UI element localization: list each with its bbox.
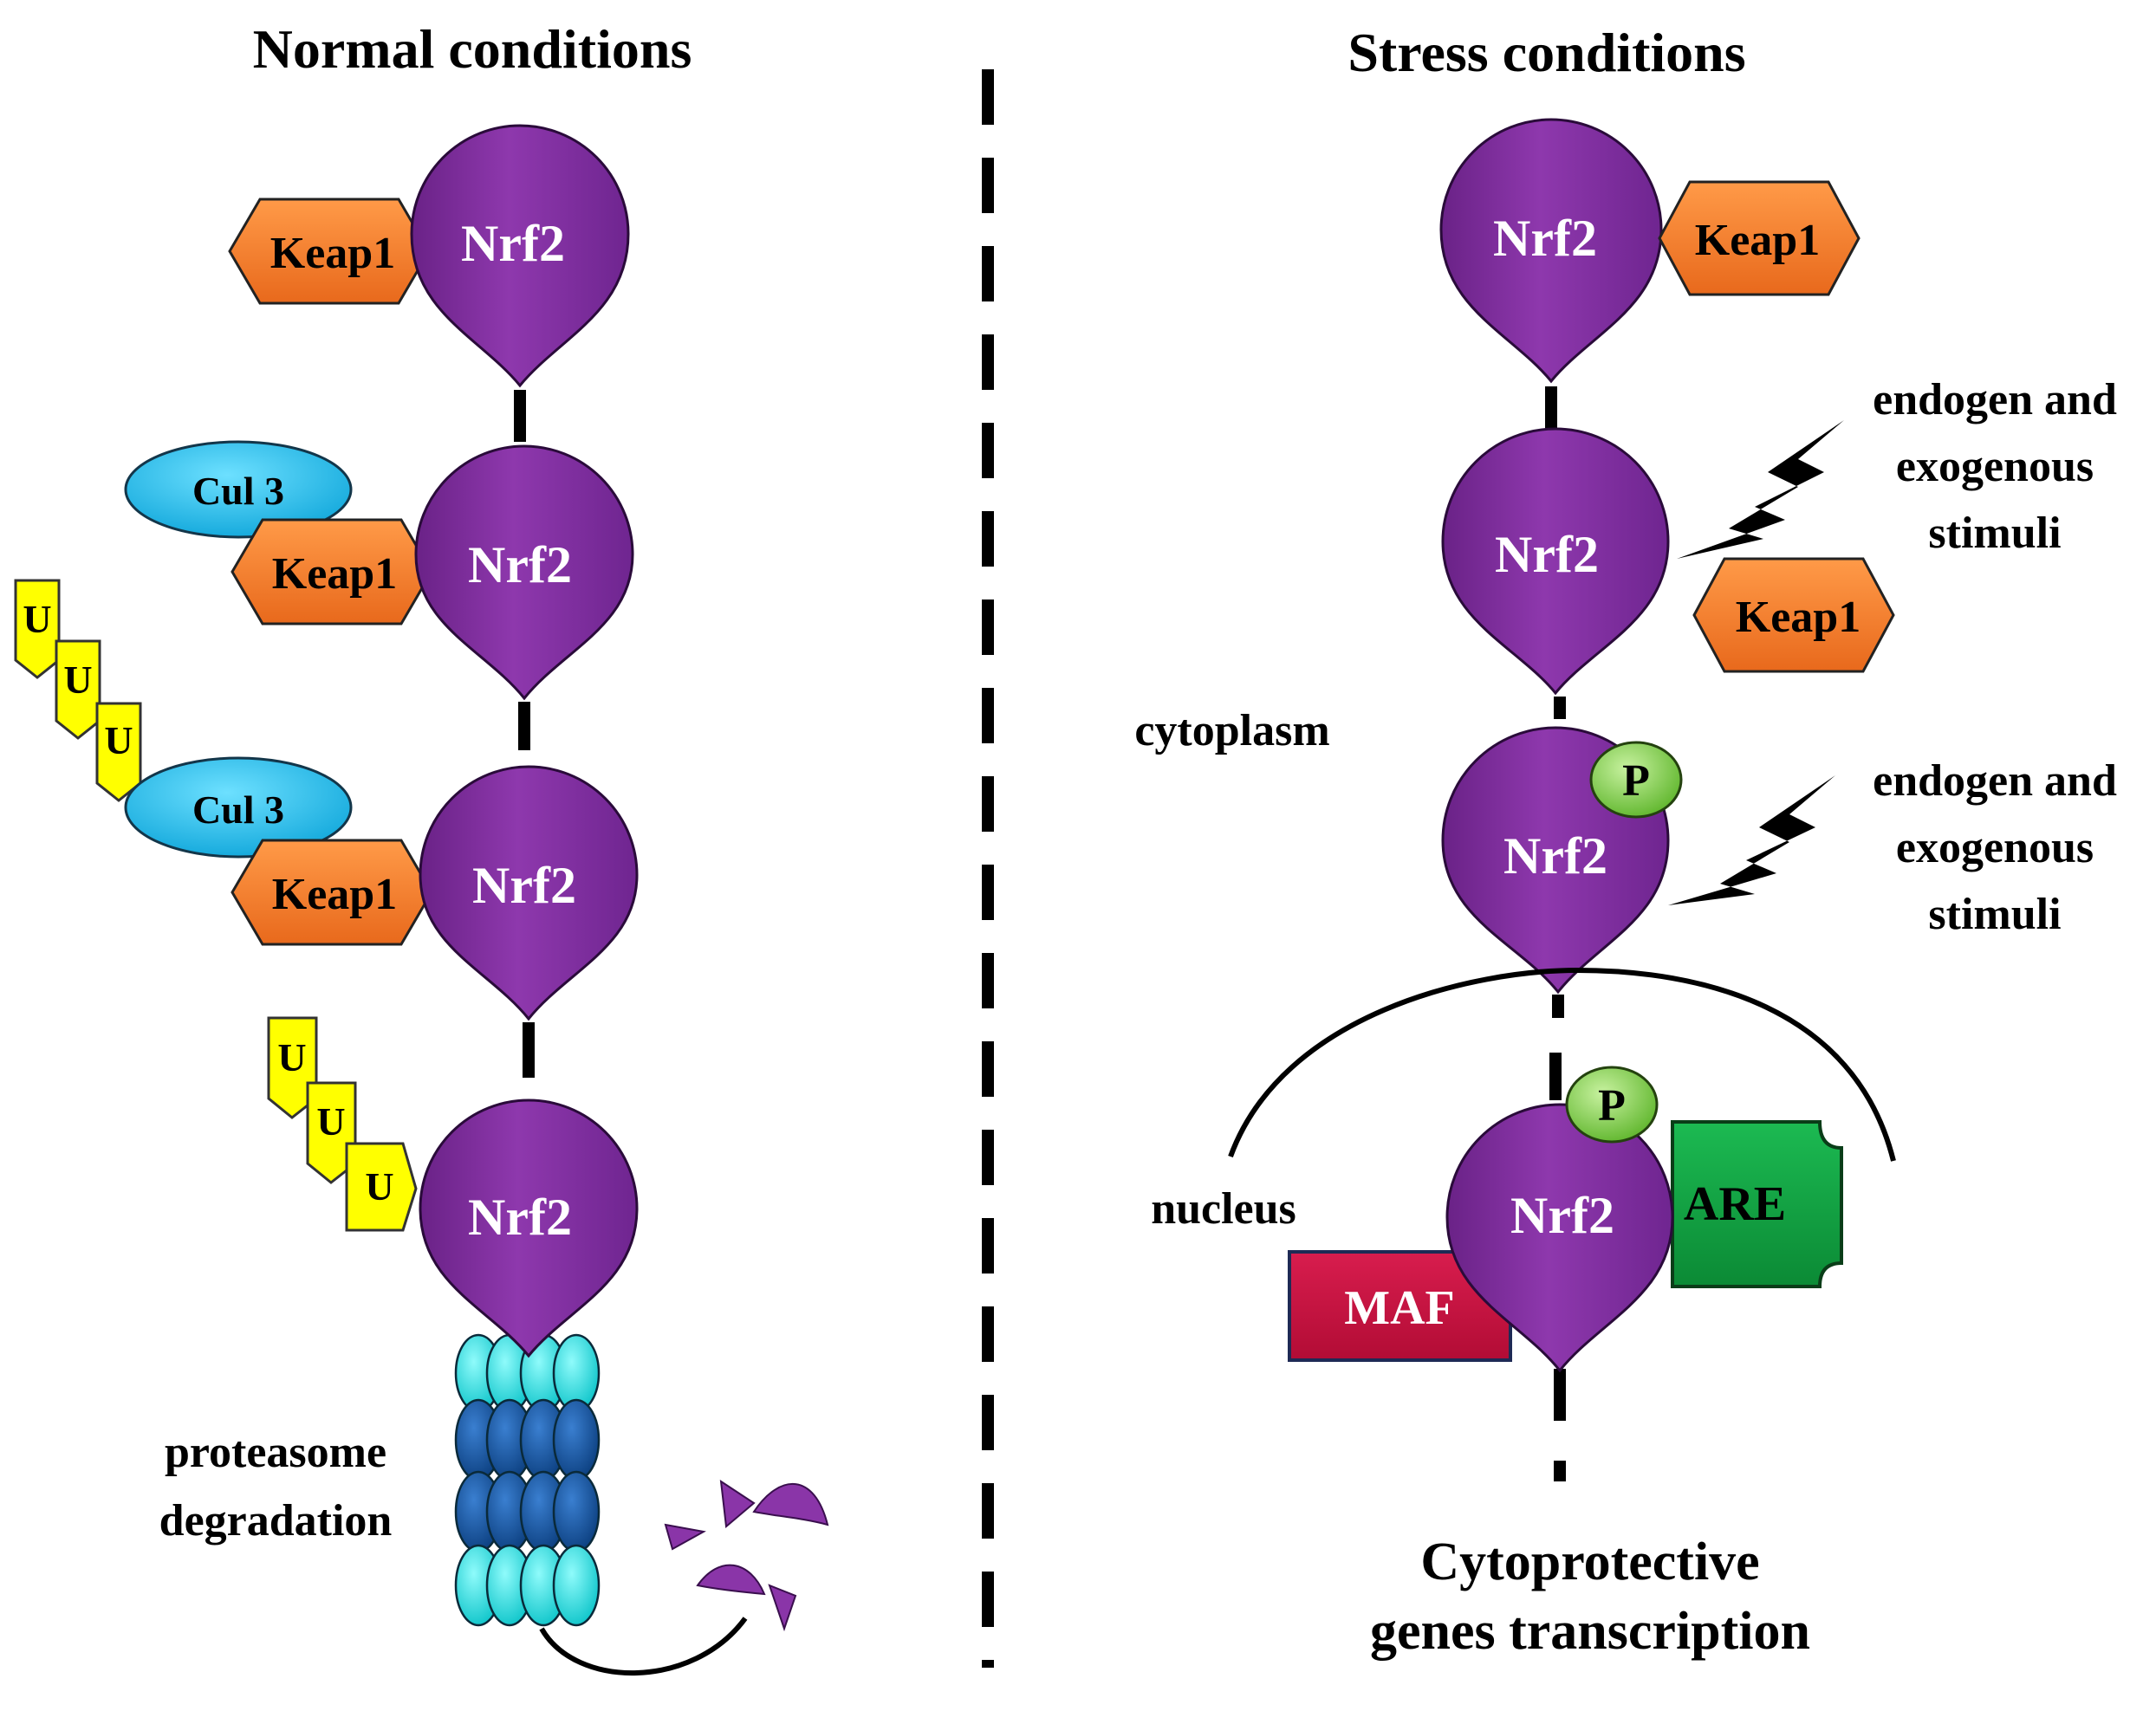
lightning-bolt-icon xyxy=(1668,775,1835,905)
ubiquitin-tag: U xyxy=(95,702,142,802)
nrf2-label: Nrf2 xyxy=(461,215,565,272)
output-label-line2: genes transcription xyxy=(1370,1602,1810,1661)
heading-stress-conditions: Stress conditions xyxy=(1348,22,1745,83)
are-box: ARE xyxy=(1671,1120,1843,1288)
keap1-label: Keap1 xyxy=(272,549,397,599)
nrf2-teardrop: Nrf2 xyxy=(419,1099,639,1358)
stimuli-label-line3: stimuli xyxy=(1928,509,2061,558)
proteasome-barrel-icon xyxy=(454,1333,601,1627)
ubiquitin-tag: U xyxy=(55,639,101,740)
keap1-label: Keap1 xyxy=(1736,593,1861,642)
lightning-bolt-icon xyxy=(1677,420,1844,559)
ubiquitin-tag: U xyxy=(345,1142,418,1232)
ubiquitin-tag: U xyxy=(306,1081,357,1184)
phosphate-circle: P xyxy=(1589,741,1683,819)
stimuli-label-line1: endogen and xyxy=(1873,375,2117,425)
ubiquitin-label: U xyxy=(23,597,51,641)
nrf2-teardrop: Nrf2 xyxy=(419,765,639,1021)
peptide-fragments xyxy=(664,1479,829,1632)
phosphate-label: P xyxy=(1622,756,1650,806)
cytoplasm-label: cytoplasm xyxy=(1134,706,1329,755)
keap1-label: Keap1 xyxy=(270,229,395,278)
are-label: ARE xyxy=(1684,1177,1786,1231)
keap1-label: Keap1 xyxy=(1695,216,1820,265)
keap1-hexagon: Keap1 xyxy=(1658,180,1861,296)
nucleus-label: nucleus xyxy=(1151,1184,1296,1234)
ubiquitin-label: U xyxy=(316,1099,345,1144)
nrf2-teardrop: Nrf2 xyxy=(1445,1103,1674,1373)
cul3-ellipse: Cul 3 xyxy=(124,756,353,859)
maf-label: MAF xyxy=(1344,1281,1455,1335)
keap1-hexagon: Keap1 xyxy=(1692,557,1895,673)
cul3-label: Cul 3 xyxy=(192,787,284,832)
keap1-label: Keap1 xyxy=(272,870,397,919)
heading-normal-conditions: Normal conditions xyxy=(253,18,692,80)
stimuli-label-line1: endogen and xyxy=(1873,756,2117,806)
ubiquitin-label: U xyxy=(277,1035,306,1079)
ubiquitin-label: U xyxy=(365,1164,393,1209)
stimuli-label-line2: exogenous xyxy=(1896,442,2094,491)
nuclear-membrane-arc xyxy=(1228,967,1896,1162)
phosphate-circle: P xyxy=(1565,1066,1659,1144)
nrf2-label: Nrf2 xyxy=(1495,526,1599,583)
stimuli-label-line2: exogenous xyxy=(1896,823,2094,872)
keap1-hexagon: Keap1 xyxy=(231,839,433,946)
output-label-line1: Cytoprotective xyxy=(1420,1533,1759,1591)
nrf2-label: Nrf2 xyxy=(1503,827,1607,885)
phosphate-label: P xyxy=(1598,1081,1626,1131)
ubiquitin-label: U xyxy=(104,718,133,762)
keap1-hexagon: Keap1 xyxy=(228,198,431,305)
cul3-label: Cul 3 xyxy=(192,469,284,513)
nrf2-teardrop: Nrf2 xyxy=(410,124,630,388)
nrf2-teardrop: Nrf2 xyxy=(1441,427,1670,696)
cul3-ellipse: Cul 3 xyxy=(124,440,353,539)
nrf2-teardrop: Nrf2 xyxy=(414,444,634,701)
nrf2-teardrop: Nrf2 xyxy=(1439,118,1663,384)
nrf2-label: Nrf2 xyxy=(468,536,572,593)
proteasome-label-line1: proteasome xyxy=(165,1428,386,1477)
keap1-hexagon: Keap1 xyxy=(231,518,433,625)
nrf2-label: Nrf2 xyxy=(1510,1187,1614,1244)
nrf2-label: Nrf2 xyxy=(1493,210,1597,267)
ubiquitin-label: U xyxy=(63,658,92,702)
nrf2-label: Nrf2 xyxy=(472,857,576,914)
stimuli-label-line3: stimuli xyxy=(1928,890,2061,939)
ubiquitin-tag: U xyxy=(267,1016,318,1119)
degradation-arrow-arc xyxy=(539,1617,748,1675)
proteasome-label-line2: degradation xyxy=(159,1496,393,1546)
ubiquitin-tag: U xyxy=(14,579,61,679)
nrf2-label: Nrf2 xyxy=(468,1189,572,1246)
